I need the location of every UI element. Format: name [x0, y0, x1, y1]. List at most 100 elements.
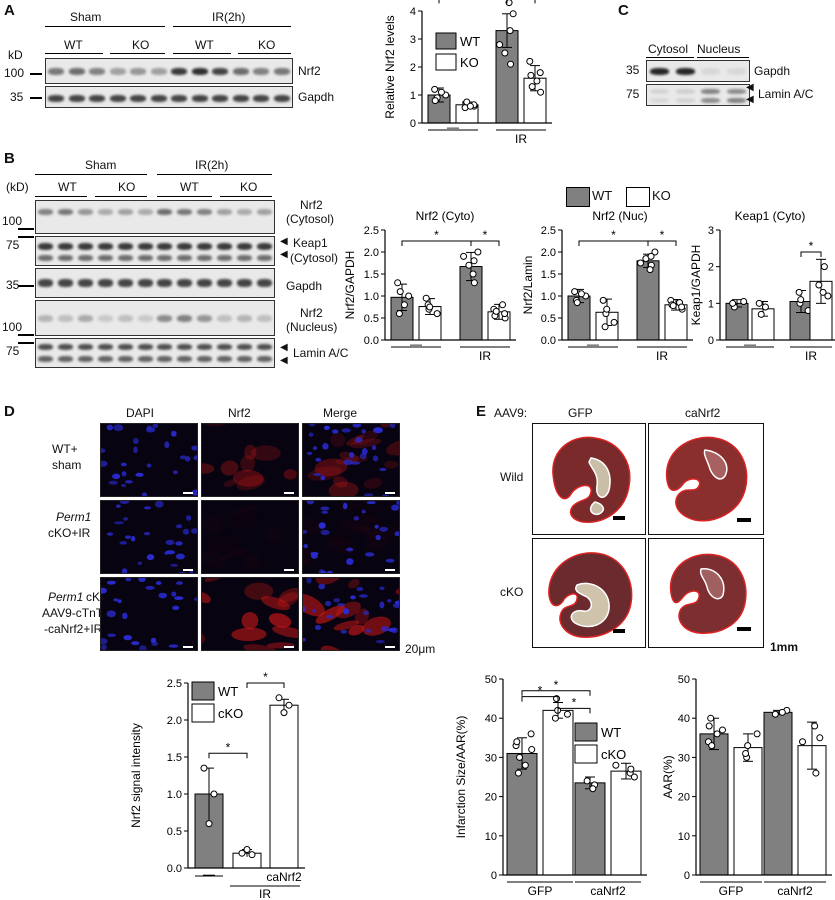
blot-band	[117, 243, 133, 250]
y-tick-label: 2.5	[167, 678, 182, 690]
legend-cko-label: cKO	[601, 747, 626, 762]
data-point	[243, 846, 251, 853]
panel-b-letter: B	[4, 150, 15, 167]
arrow-icon: ◀	[280, 355, 288, 366]
panel-b-row-gapdh: Gapdh	[286, 279, 323, 293]
blot-b-lamin	[35, 338, 275, 368]
y-tick-label: 20	[678, 792, 690, 804]
y-tick-label: 10	[485, 831, 497, 843]
significance-star: *	[611, 228, 616, 242]
blot-band	[256, 356, 272, 362]
data-point	[501, 49, 509, 57]
blot-b-nrf2-nuc	[35, 300, 275, 336]
blot-band	[157, 255, 173, 261]
data-point	[527, 730, 535, 738]
data-point	[536, 69, 544, 77]
panel-a-ko-line-1	[110, 53, 165, 54]
y-tick-label: 1.5	[364, 269, 379, 281]
blot-band	[117, 279, 133, 287]
y-tick-label: 2.5	[541, 225, 556, 237]
y-axis-label: Keap1/GAPDH	[690, 245, 703, 326]
data-point	[678, 303, 686, 311]
blot-band	[48, 68, 65, 75]
panel-b-row-nrf2-nuc: Nrf2	[300, 306, 323, 320]
y-tick-label: 0.5	[364, 313, 379, 325]
panel-c-nucleus: Nucleus	[697, 42, 741, 56]
blot-band	[216, 209, 232, 215]
data-point	[757, 310, 765, 318]
legend-wt-label: WT	[218, 684, 238, 699]
panel-a-wt-line-1	[45, 53, 103, 54]
blot-band	[78, 243, 94, 250]
y-tick-label: 50	[678, 674, 690, 686]
blot-band	[150, 95, 167, 102]
panel-b-mw-75a-tick	[18, 236, 34, 238]
data-point	[812, 769, 820, 777]
group-label: —	[744, 337, 756, 351]
y-axis-label: Infarction Size/AAR(%)	[454, 716, 468, 839]
blot-b-keap1	[35, 236, 275, 266]
y-tick-label: 0	[491, 870, 497, 882]
data-point	[755, 299, 763, 307]
chart-title: Nrf2 (Nuc)	[592, 210, 647, 223]
panel-d-col-dapi: DAPI	[126, 406, 155, 420]
blot-band	[256, 243, 272, 250]
panel-d-row3-c: -caNrf2+IR	[44, 622, 103, 636]
y-tick-label: 0	[410, 118, 416, 130]
blot-band	[236, 209, 252, 215]
blot-a-gapdh	[45, 86, 293, 108]
blot-band	[58, 344, 74, 350]
data-point	[815, 281, 823, 289]
data-point	[460, 252, 468, 260]
panel-c-cytosol: Cytosol	[648, 42, 689, 56]
arrow-icon: ◀	[280, 236, 288, 247]
blot-band	[58, 243, 74, 250]
data-point	[630, 773, 638, 781]
data-point	[527, 71, 535, 79]
blot-band	[216, 356, 232, 362]
micrograph-tile	[201, 577, 299, 651]
data-point	[647, 252, 655, 260]
blot-band	[256, 279, 272, 287]
blot-band	[256, 344, 272, 350]
y-tick-label: 4	[410, 6, 416, 18]
data-point	[469, 270, 477, 278]
data-point	[400, 301, 408, 309]
blot-band	[675, 89, 695, 94]
blot-band	[97, 315, 113, 322]
group-label: IR	[259, 887, 271, 900]
y-axis-label: Nrf2 signal intensity	[129, 723, 143, 828]
data-point	[646, 266, 654, 274]
bar	[610, 770, 642, 876]
blot-band	[232, 68, 249, 75]
blot-band	[232, 95, 249, 102]
y-tick-label: 30	[485, 752, 497, 764]
blot-band	[78, 209, 94, 215]
blot-band	[650, 68, 670, 75]
panel-b-wt-line-2	[157, 196, 212, 197]
blot-band	[78, 344, 94, 350]
data-point	[705, 722, 713, 730]
blot-band	[157, 243, 173, 250]
data-point	[275, 694, 283, 702]
blot-band	[256, 255, 272, 261]
blot-band	[117, 255, 133, 261]
blot-band	[675, 68, 695, 75]
blot-band	[150, 68, 167, 75]
group-label: —	[587, 337, 599, 351]
legend-wt-label: WT	[592, 188, 613, 203]
data-point	[514, 769, 522, 777]
data-point	[797, 296, 805, 304]
data-point	[431, 85, 439, 93]
blot-band	[89, 95, 106, 102]
panel-d-row3-b: AAV9-cTnT	[42, 606, 104, 620]
data-point	[466, 102, 474, 110]
data-point	[708, 742, 716, 750]
panel-e-row-wild: Wild	[500, 470, 524, 484]
blot-band	[212, 95, 229, 102]
blot-band	[78, 315, 94, 322]
blot-band	[38, 315, 54, 322]
data-point	[577, 290, 585, 298]
y-tick-label: 0.0	[541, 335, 556, 347]
